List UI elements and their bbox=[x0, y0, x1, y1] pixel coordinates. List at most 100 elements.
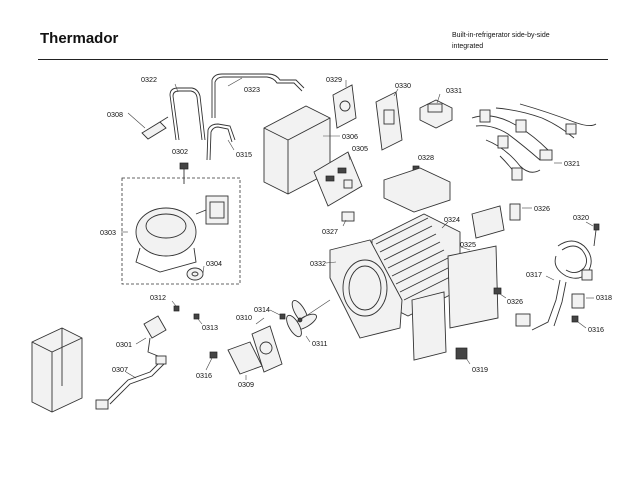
part-label-0301: 0301 bbox=[116, 340, 132, 349]
part-label-0324: 0324 bbox=[444, 215, 460, 224]
part-label-0314: 0314 bbox=[254, 305, 270, 314]
electronic-board-0330[interactable] bbox=[375, 91, 403, 151]
leader-0332 bbox=[325, 261, 337, 264]
part-label-0302: 0302 bbox=[172, 147, 188, 156]
part-label-0322: 0322 bbox=[141, 75, 157, 84]
wire-assembly-0317[interactable] bbox=[515, 240, 593, 331]
part-label-0329: 0329 bbox=[326, 75, 342, 84]
part-label-0320: 0320 bbox=[573, 213, 589, 222]
compressor-group-outline-0303 bbox=[121, 177, 241, 285]
relay-module-0331[interactable] bbox=[419, 99, 453, 129]
part-label-0321: 0321 bbox=[564, 159, 580, 168]
leader-0304 bbox=[202, 265, 205, 274]
control-board-0329[interactable] bbox=[332, 84, 357, 129]
part-0312[interactable] bbox=[173, 305, 180, 312]
leader-0312 bbox=[171, 300, 177, 307]
part-label-0327: 0327 bbox=[322, 227, 338, 236]
leader-0307 bbox=[125, 371, 137, 379]
fan-blade-0311[interactable] bbox=[284, 298, 331, 339]
part-label-0318: 0318 bbox=[596, 293, 612, 302]
leader-0331 bbox=[436, 93, 441, 104]
part-label-0331: 0331 bbox=[446, 86, 462, 95]
leader-0323 bbox=[227, 77, 243, 87]
fan-shroud-0332[interactable] bbox=[329, 239, 403, 339]
subtitle-line-2: integrated bbox=[452, 43, 484, 50]
part-label-0303: 0303 bbox=[100, 228, 116, 237]
leader-0316-left bbox=[205, 357, 213, 371]
part-label-0305: 0305 bbox=[352, 144, 368, 153]
power-cable-0307[interactable] bbox=[95, 355, 167, 410]
tube-0315[interactable] bbox=[206, 123, 236, 161]
part-label-0307: 0307 bbox=[112, 365, 128, 374]
part-label-0316-left: 0316 bbox=[196, 371, 212, 380]
circuit-board-0305[interactable] bbox=[313, 151, 363, 207]
clip-0327[interactable] bbox=[341, 211, 355, 222]
part-label-0311: 0311 bbox=[312, 339, 327, 348]
part-label-0317: 0317 bbox=[526, 270, 542, 279]
part-label-0330: 0330 bbox=[395, 81, 411, 90]
connector-0319[interactable] bbox=[455, 347, 468, 360]
leader-0325 bbox=[460, 246, 471, 251]
leader-0324 bbox=[441, 221, 449, 229]
lower-bracket[interactable] bbox=[411, 291, 447, 361]
motor-bracket-0309[interactable] bbox=[227, 341, 263, 375]
leader-0313 bbox=[197, 318, 203, 325]
part-label-0325: 0325 bbox=[460, 240, 476, 249]
part-label-0312: 0312 bbox=[150, 293, 166, 302]
part-label-0315: 0315 bbox=[236, 150, 252, 159]
part-label-0310: 0310 bbox=[236, 313, 252, 322]
part-0313[interactable] bbox=[193, 313, 200, 320]
leader-0319 bbox=[465, 357, 471, 365]
screw-0302[interactable] bbox=[179, 162, 189, 184]
screw-0316-right[interactable] bbox=[571, 315, 579, 323]
part-label-0316-right: 0316 bbox=[588, 325, 604, 334]
part-label-0313: 0313 bbox=[202, 323, 218, 332]
part-label-0304: 0304 bbox=[206, 259, 222, 268]
wiring-harness-0321[interactable] bbox=[471, 103, 597, 181]
leader-0316-right bbox=[577, 321, 587, 329]
part-label-0309: 0309 bbox=[238, 380, 254, 389]
part-label-0326-upper: 0326 bbox=[534, 204, 550, 213]
tube-0323[interactable] bbox=[211, 73, 305, 118]
housing-cover[interactable] bbox=[31, 327, 83, 413]
fan-motor-0310[interactable] bbox=[251, 313, 286, 373]
leader-0327 bbox=[342, 219, 347, 227]
part-label-0328: 0328 bbox=[418, 153, 434, 162]
sensor-0320[interactable] bbox=[593, 223, 600, 247]
diagram-subtitle: Built-in-refrigerator side-by-side integ… bbox=[452, 30, 602, 52]
bracket-0326-upper[interactable] bbox=[471, 203, 521, 239]
leader-0305 bbox=[347, 151, 351, 161]
leader-0326-lower bbox=[499, 293, 507, 299]
part-label-0319: 0319 bbox=[472, 365, 488, 374]
brand-logo-text: Thermador bbox=[40, 30, 119, 47]
bracket-housing-0306[interactable] bbox=[263, 105, 331, 195]
leader-0308 bbox=[127, 112, 146, 129]
leader-0322 bbox=[174, 83, 179, 93]
leader-0320 bbox=[585, 221, 594, 227]
leader-0317 bbox=[545, 275, 555, 281]
leader-0301 bbox=[135, 337, 147, 345]
mounting-bracket[interactable] bbox=[383, 167, 451, 213]
leader-0330 bbox=[393, 88, 399, 97]
header-divider bbox=[38, 59, 608, 60]
part-label-0308: 0308 bbox=[107, 110, 123, 119]
grommet-0304[interactable] bbox=[186, 267, 204, 281]
leader-0310 bbox=[255, 317, 265, 325]
leader-0315 bbox=[227, 139, 235, 151]
heater-0325[interactable] bbox=[447, 245, 499, 329]
screw-0316-left[interactable] bbox=[209, 351, 218, 359]
part-label-0332: 0332 bbox=[310, 259, 326, 268]
screw-0326-lower[interactable] bbox=[493, 287, 502, 295]
tube-0322[interactable] bbox=[169, 87, 206, 141]
clip-0318[interactable] bbox=[571, 293, 585, 309]
start-relay-0301[interactable] bbox=[143, 315, 167, 357]
compressor-0303[interactable] bbox=[135, 195, 229, 273]
drier-filter-0308[interactable] bbox=[141, 116, 169, 140]
part-label-0323: 0323 bbox=[244, 85, 260, 94]
subtitle-line-1: Built-in-refrigerator side-by-side bbox=[452, 32, 550, 39]
leader-0314 bbox=[269, 309, 283, 317]
leader-0311 bbox=[305, 335, 311, 343]
part-label-0326-lower: 0326 bbox=[507, 297, 523, 306]
part-label-0306: 0306 bbox=[342, 132, 358, 141]
